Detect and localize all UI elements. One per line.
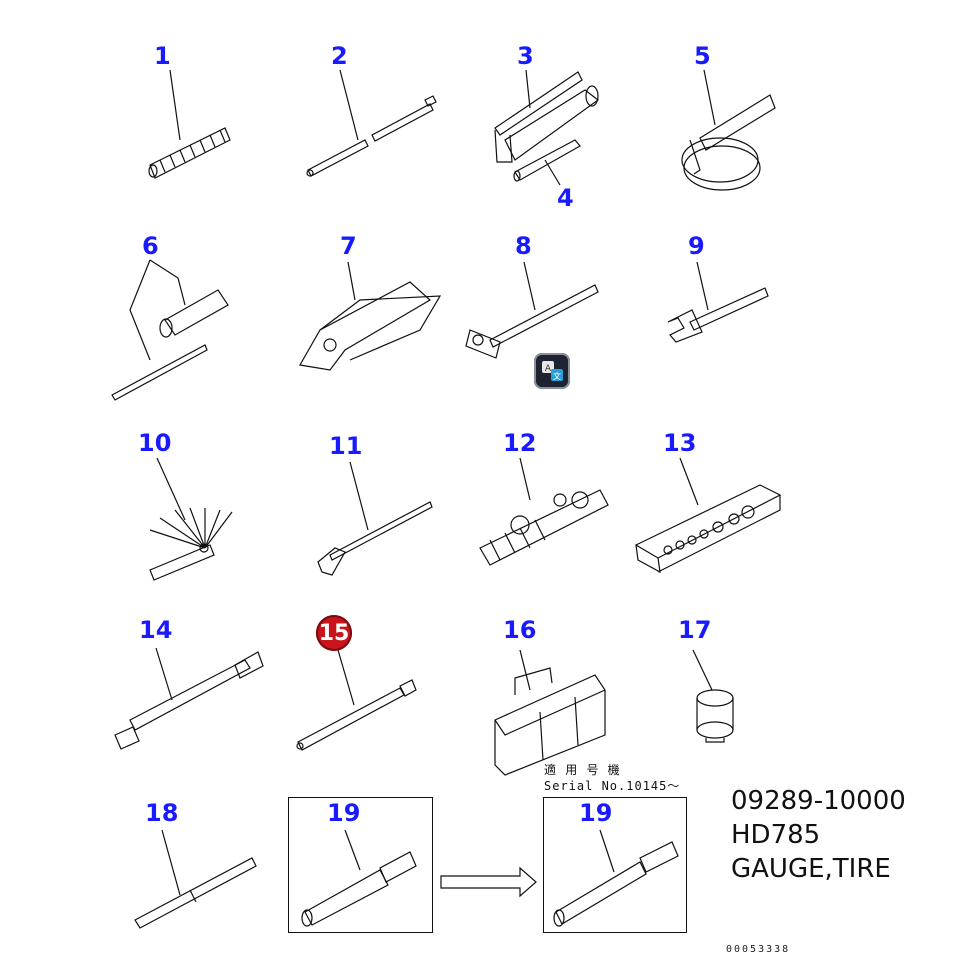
label-item-9[interactable]: 9 xyxy=(688,232,705,260)
item-1-spring-drawing xyxy=(148,69,231,179)
svg-text:文: 文 xyxy=(553,371,561,381)
translate-app-icon[interactable]: A 文 xyxy=(534,353,570,389)
label-item-1[interactable]: 1 xyxy=(154,42,171,70)
label-item-11[interactable]: 11 xyxy=(329,432,363,460)
item-2-rod-drawing xyxy=(306,69,437,177)
item-5-strap-wrench-drawing xyxy=(681,69,776,191)
item-9-wrench-drawing xyxy=(667,261,769,343)
item-19-old-drawing xyxy=(301,829,417,927)
label-item-12[interactable]: 12 xyxy=(503,429,537,457)
label-item-16[interactable]: 16 xyxy=(503,616,537,644)
label-item-5[interactable]: 5 xyxy=(694,42,711,70)
item-19-new-drawing xyxy=(553,829,679,927)
label-item-15-highlighted[interactable]: 15 xyxy=(316,615,352,651)
label-item-2[interactable]: 2 xyxy=(331,42,348,70)
item-3-grease-gun-drawing xyxy=(494,69,600,186)
label-item-3[interactable]: 3 xyxy=(517,42,534,70)
label-item-4[interactable]: 4 xyxy=(557,184,574,212)
document-number: 00053338 xyxy=(726,944,791,955)
item-12-ratchet-set-drawing xyxy=(479,457,609,566)
item-10-feeler-gauge-drawing xyxy=(149,457,233,581)
item-7-pliers-drawing xyxy=(299,261,442,371)
label-item-8[interactable]: 8 xyxy=(515,232,532,260)
label-item-6[interactable]: 6 xyxy=(142,232,159,260)
item-19-new-box xyxy=(543,797,687,933)
label-item-13[interactable]: 13 xyxy=(663,429,697,457)
serial-note-line2: Serial No.10145～ xyxy=(544,779,681,793)
arrow-right-icon xyxy=(440,866,537,898)
item-11-tool-drawing xyxy=(317,461,433,576)
label-item-7[interactable]: 7 xyxy=(340,232,357,260)
item-14-extension-bar-drawing xyxy=(114,647,264,750)
svg-text:A: A xyxy=(545,364,552,374)
label-item-17[interactable]: 17 xyxy=(678,616,712,644)
item-17-socket-drawing xyxy=(692,649,734,743)
label-item-19-old[interactable]: 19 xyxy=(327,799,361,827)
part-info: 09289-10000 HD785 GAUGE,TIRE xyxy=(731,784,906,886)
serial-applicability-note: 適 用 号 機 Serial No.10145～ xyxy=(544,762,680,794)
label-item-10[interactable]: 10 xyxy=(138,429,172,457)
item-16-tool-bag-drawing xyxy=(494,649,606,776)
part-number: 09289-10000 xyxy=(731,786,906,816)
label-item-18[interactable]: 18 xyxy=(145,799,179,827)
serial-note-line1: 適 用 号 機 xyxy=(544,763,621,777)
part-description: GAUGE,TIRE xyxy=(731,854,891,884)
item-13-socket-case-drawing xyxy=(634,457,782,574)
item-6-screwdriver-drawing xyxy=(111,259,229,401)
model-name: HD785 xyxy=(731,820,821,850)
item-19-old-box xyxy=(288,797,433,933)
item-15-tire-gauge-drawing xyxy=(296,649,417,751)
item-18-rod-drawing xyxy=(134,829,257,929)
label-item-14[interactable]: 14 xyxy=(139,616,173,644)
label-item-19-new[interactable]: 19 xyxy=(579,799,613,827)
item-8-hammer-drawing xyxy=(465,261,599,359)
